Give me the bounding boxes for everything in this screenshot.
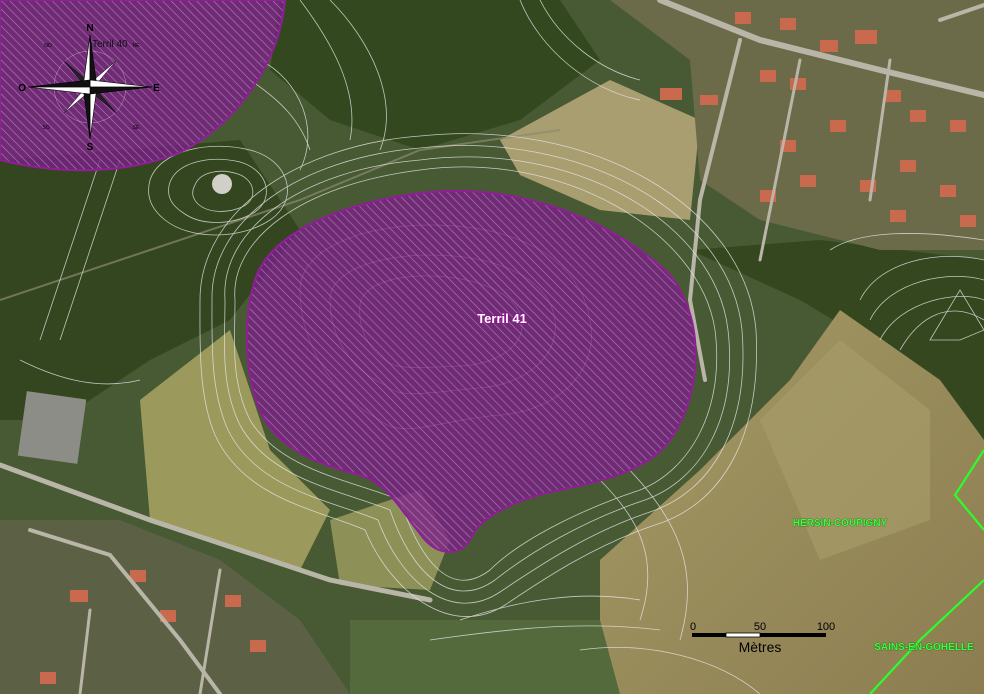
compass-southeast: SE [133, 125, 140, 131]
scale-bar: 0 50 100 Mètres [690, 621, 835, 655]
terril-40-polygon[interactable] [0, 0, 287, 172]
contour-lines [19, 0, 984, 694]
scale-tick-50: 50 [754, 621, 766, 633]
terril-41-polygon[interactable] [245, 189, 697, 553]
compass-north: N [86, 23, 93, 34]
commune-boundary [869, 449, 984, 694]
compass-southwest: SO [42, 125, 49, 131]
terril-40-label: Terril 40 [92, 39, 128, 50]
compass-south: S [87, 142, 94, 153]
compass-rose: N S E O NO NE SO SE [18, 23, 160, 153]
compass-east: E [153, 83, 160, 94]
compass-star-icon [27, 34, 153, 140]
scale-tick-0: 0 [690, 621, 696, 633]
scale-unit: Mètres [739, 639, 782, 655]
compass-northwest: NO [44, 43, 52, 49]
commune-label-sains: SAINS-EN-GOHELLE [874, 642, 974, 653]
scale-tick-100: 100 [817, 621, 835, 633]
compass-west: O [18, 83, 26, 94]
commune-label-hersin: HERSIN-COUPIGNY [793, 518, 888, 529]
terril-41-label: Terril 41 [477, 311, 527, 326]
compass-northeast: NE [133, 43, 141, 49]
